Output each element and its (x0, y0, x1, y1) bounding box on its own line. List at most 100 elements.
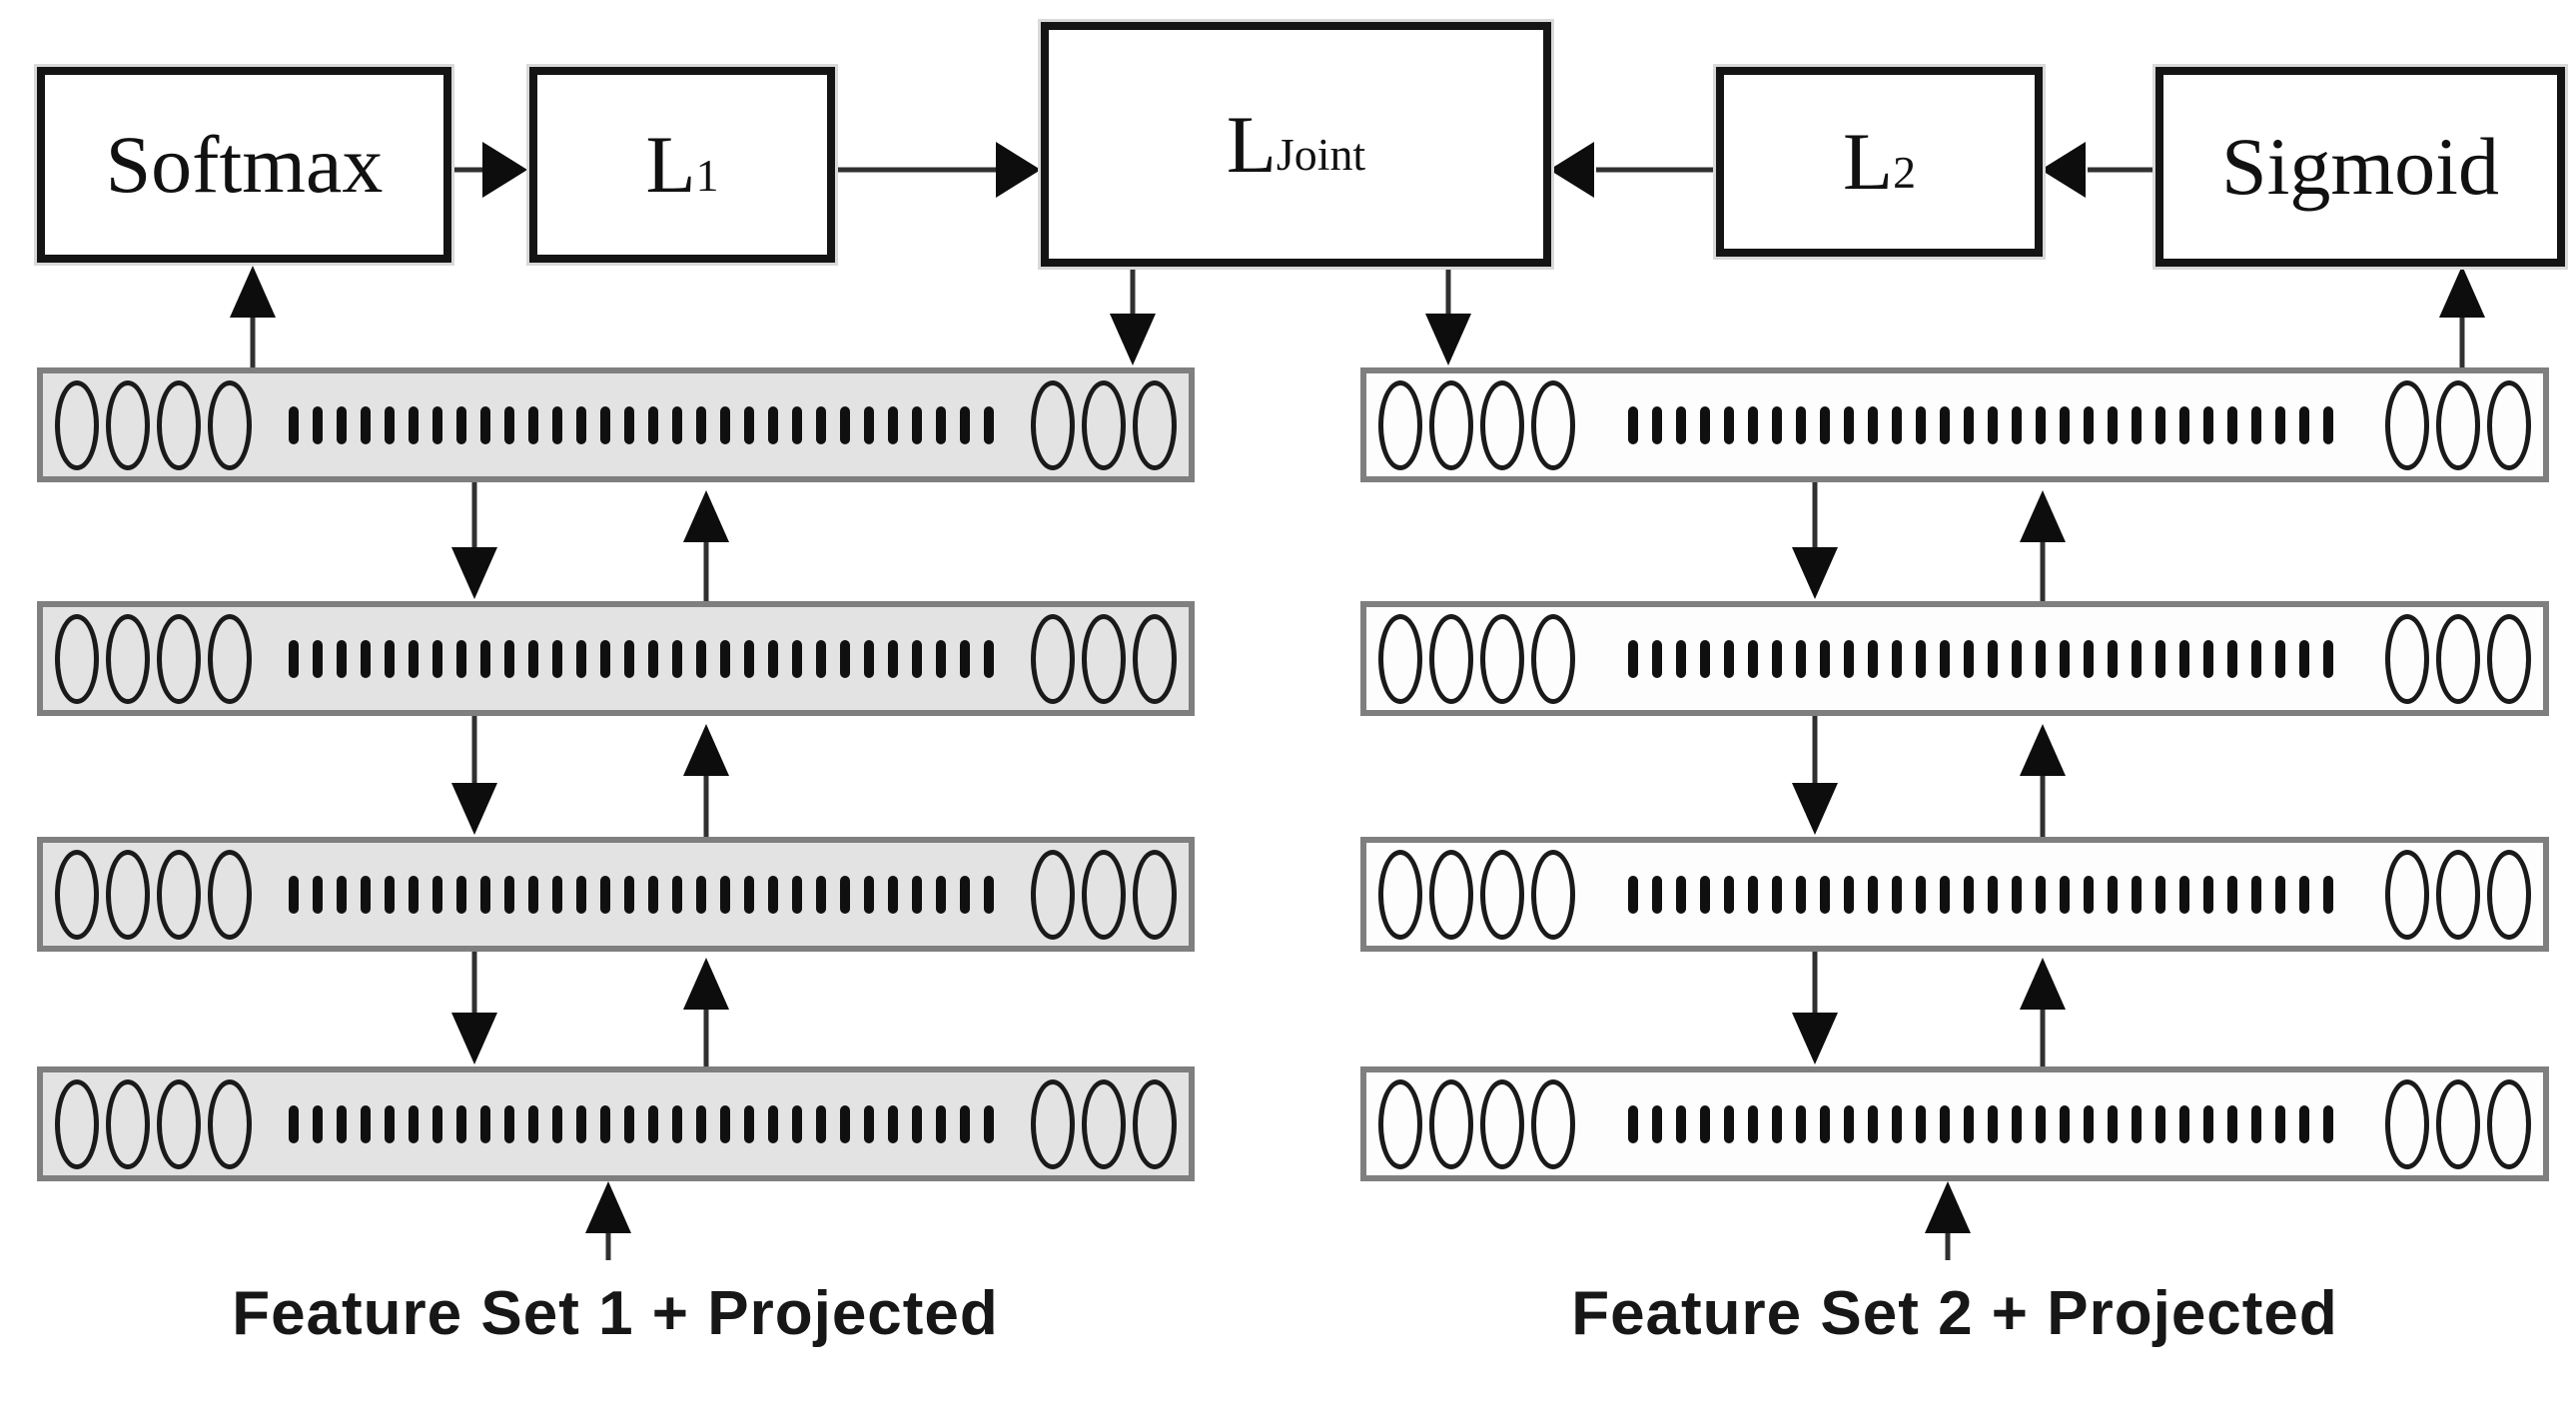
unit-dot (289, 639, 299, 678)
unit-dot (2226, 639, 2237, 678)
unit-dot (2298, 639, 2309, 678)
unit-dot (792, 639, 802, 678)
unit-oval (208, 379, 252, 470)
unit-dot (1795, 639, 1806, 678)
unit-dot (1987, 1104, 1998, 1143)
unit-dot (456, 1104, 466, 1143)
unit-dot (912, 405, 922, 444)
unit-dot (1675, 639, 1686, 678)
unit-dot (960, 639, 970, 678)
unit-dot (1891, 405, 1902, 444)
arrow-left-gap1-up (683, 490, 729, 601)
feature-layer-bar (1360, 367, 2549, 482)
arrow-input-to-left-tower (585, 1181, 631, 1260)
unit-dot (2226, 405, 2237, 444)
unit-dot (816, 639, 826, 678)
arrow-left-gap1-down (451, 482, 497, 599)
unit-dot (2107, 639, 2118, 678)
unit-oval (55, 379, 99, 470)
unit-dot (2250, 1104, 2261, 1143)
arrow-left-gap3-up (683, 958, 729, 1066)
unit-dot (1939, 1104, 1950, 1143)
unit-dot (456, 639, 466, 678)
unit-dot (744, 1104, 754, 1143)
dot-group (252, 405, 1031, 444)
unit-dot (1627, 405, 1638, 444)
unit-oval (1133, 1078, 1177, 1169)
unit-dot (936, 875, 946, 914)
unit-oval (2487, 613, 2531, 704)
oval-group-right (1031, 849, 1177, 940)
unit-dot (2298, 405, 2309, 444)
arrow-softmax-to-l1 (451, 142, 527, 198)
unit-oval (1378, 613, 1422, 704)
unit-dot (480, 639, 490, 678)
oval-group-left (55, 1078, 252, 1169)
unit-dot (1747, 639, 1758, 678)
unit-dot (816, 405, 826, 444)
unit-dot (2274, 639, 2285, 678)
unit-dot (2322, 1104, 2333, 1143)
unit-dot (912, 1104, 922, 1143)
unit-dot (816, 1104, 826, 1143)
unit-dot (600, 1104, 610, 1143)
unit-dot (2202, 405, 2213, 444)
unit-dot (1627, 639, 1638, 678)
unit-dot (720, 1104, 730, 1143)
node-softmax-label: Softmax (105, 119, 384, 210)
unit-oval (1531, 849, 1575, 940)
unit-dot (456, 405, 466, 444)
unit-dot (840, 1104, 850, 1143)
unit-oval (106, 613, 150, 704)
unit-dot (504, 875, 514, 914)
unit-dot (1723, 405, 1734, 444)
unit-oval (1378, 379, 1422, 470)
unit-dot (2154, 875, 2165, 914)
dot-group (1575, 639, 2385, 678)
unit-oval (1082, 849, 1126, 940)
unit-dot (624, 405, 634, 444)
unit-dot (313, 405, 323, 444)
unit-dot (313, 1104, 323, 1143)
oval-group-left (1378, 1078, 1575, 1169)
arrow-l1-to-ljoint (835, 142, 1041, 198)
unit-dot (888, 639, 898, 678)
unit-dot (864, 875, 874, 914)
arrow-right-gap2-up (2020, 724, 2066, 837)
unit-dot (361, 639, 371, 678)
unit-dot (888, 875, 898, 914)
unit-dot (1843, 875, 1854, 914)
dot-group (252, 639, 1031, 678)
unit-dot (2250, 639, 2261, 678)
arrow-left-gap3-down (451, 952, 497, 1064)
unit-dot (1771, 1104, 1782, 1143)
arrow-sigmoid-to-l2 (2041, 142, 2155, 198)
unit-dot (1795, 405, 1806, 444)
unit-dot (1651, 405, 1662, 444)
unit-dot (1987, 875, 1998, 914)
unit-oval (157, 849, 201, 940)
unit-oval (1378, 849, 1422, 940)
unit-dot (2059, 875, 2070, 914)
unit-oval (2436, 379, 2480, 470)
unit-oval (1480, 1078, 1524, 1169)
unit-dot (1747, 1104, 1758, 1143)
unit-dot (720, 639, 730, 678)
unit-dot (528, 1104, 538, 1143)
unit-oval (1480, 613, 1524, 704)
unit-dot (720, 875, 730, 914)
unit-dot (744, 639, 754, 678)
arrow-left-gap2-down (451, 716, 497, 835)
unit-dot (361, 875, 371, 914)
unit-dot (409, 875, 419, 914)
unit-oval (2436, 613, 2480, 704)
unit-dot (313, 875, 323, 914)
arrow-right-gap2-down (1792, 716, 1838, 835)
unit-dot (409, 639, 419, 678)
unit-dot (385, 1104, 395, 1143)
arrow-right-gap1-down (1792, 482, 1838, 599)
unit-dot (1915, 1104, 1926, 1143)
unit-dot (624, 1104, 634, 1143)
unit-oval (1031, 1078, 1075, 1169)
